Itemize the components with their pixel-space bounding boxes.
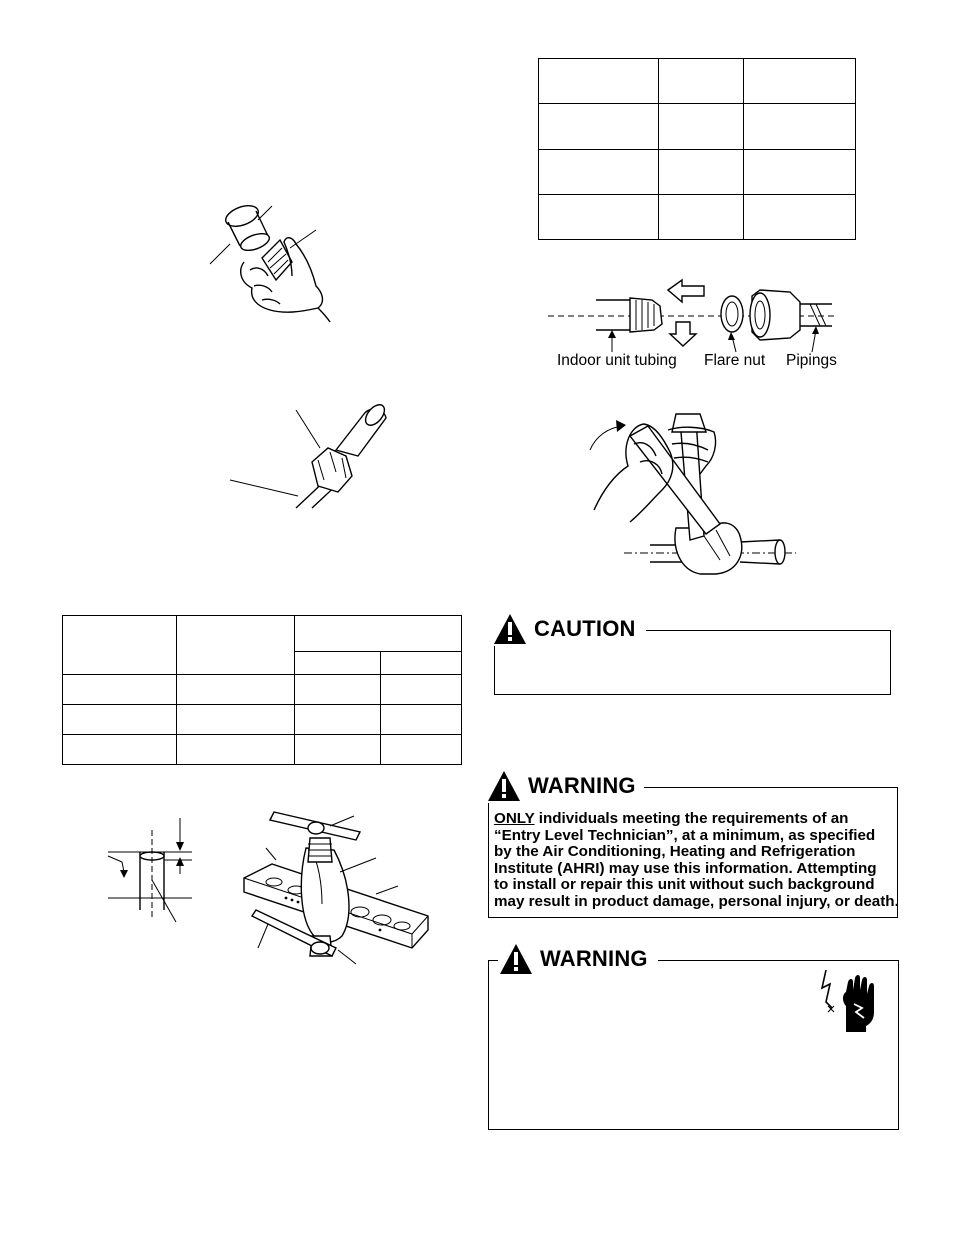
caution-header: CAUTION [492,612,646,646]
warning-ahri-line1: individuals meeting the requirements of … [534,810,849,827]
tubing-size-table [538,57,856,241]
warning-triangle-icon [494,614,526,644]
indoor-unit-tubing-label: Indoor unit tubing [557,352,677,369]
pipings-label: Pipings [786,352,837,369]
warning-ahri-line3: by the Air Conditioning, Heating and Ref… [494,843,856,860]
warning-ahri-line5: to install or repair this unit without s… [494,876,875,893]
warning-ahri-line2: “Entry Level Technician”, at a minimum, … [494,826,876,844]
warning-ahri-title: WARNING [528,773,636,798]
warning-ahri-text: ONLY individuals meeting the requirement… [494,810,899,910]
caution-box [494,630,891,695]
warning-triangle-icon [500,944,532,974]
warning-electric-title: WARNING [540,946,648,971]
warning-ahri-only: ONLY [494,810,535,827]
warning-triangle-icon [488,771,520,801]
warning-ahri-line6: may result in product damage, personal i… [494,892,899,910]
warning-ahri-box [488,787,898,918]
flare-dimension-table [62,615,462,765]
caution-title: CAUTION [534,616,636,641]
electric-shock-hand-icon [820,969,874,1032]
warning-ahri-line4: Institute (AHRI) may use this informatio… [494,859,877,877]
warning-ahri-header: WARNING [486,769,644,803]
warning-electric-box [488,960,899,1130]
flare-nut-label: Flare nut [704,352,766,369]
warning-electric-header: WARNING [498,942,658,976]
